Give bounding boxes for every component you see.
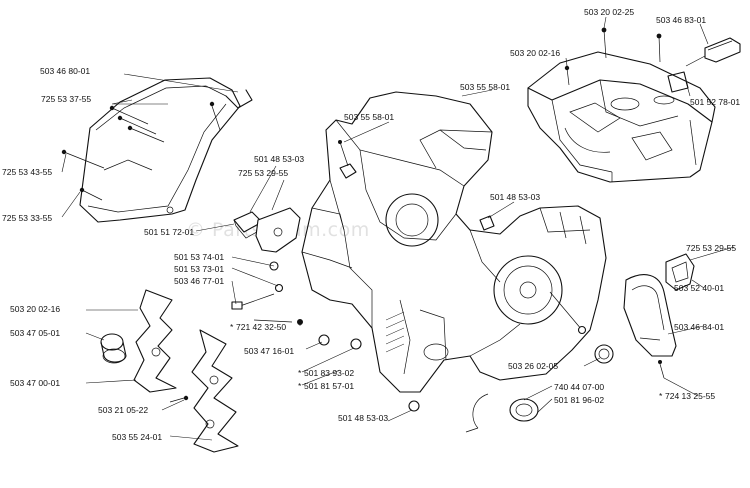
rivet-screws-left: [231, 261, 330, 346]
part-label-501-81-96-02: 501 81 96-02: [554, 395, 604, 405]
part-label-724-13-25-55: 724 13 25-55: [665, 391, 715, 401]
part-label-501-48-53-03: 501 48 53-03: [338, 413, 388, 423]
asterisk-marker: *: [659, 391, 663, 401]
part-label-503-47-05-01: 503 47 05-01: [10, 328, 60, 338]
part-label-725-53-33-55: 725 53 33-55: [2, 213, 52, 223]
part-label-503-55-24-01: 503 55 24-01: [112, 432, 162, 442]
part-label-501-53-73-01: 501 53 73-01: [174, 264, 224, 274]
part-label-503-46-77-01: 503 46 77-01: [174, 276, 224, 286]
part-label-725-53-29-55: 725 53 29-55: [238, 168, 288, 178]
part-label-503-20-02-16: 503 20 02-16: [10, 304, 60, 314]
part-label-503-26-02-05: 503 26 02-05: [508, 361, 558, 371]
part-label-725-53-43-55: 725 53 43-55: [2, 167, 52, 177]
part-label-503-21-05-22: 503 21 05-22: [98, 405, 148, 415]
part-label-503-46-83-01: 503 46 83-01: [656, 15, 706, 25]
oil-cap: [594, 344, 614, 364]
part-label-501-52-78-01: 501 52 78-01: [690, 97, 740, 107]
part-label-503-47-00-01: 503 47 00-01: [10, 378, 60, 388]
spring-sleeve: [100, 333, 127, 364]
guard-pad: [665, 253, 695, 291]
part-label-725-53-29-55: 725 53 29-55: [686, 243, 736, 253]
leader-lines: [61, 16, 735, 441]
part-label-501-48-53-03: 501 48 53-03: [490, 192, 540, 202]
part-label-725-53-37-55: 725 53 37-55: [41, 94, 91, 104]
rear-guard: [623, 274, 677, 357]
cover-screws: [61, 101, 221, 201]
part-label-501-81-57-01: 501 81 57-01: [304, 381, 354, 391]
part-label-503-47-16-01: 503 47 16-01: [244, 346, 294, 356]
filler-cap: [465, 393, 539, 433]
bolt-right: [549, 291, 587, 335]
asterisk-marker: *: [298, 381, 302, 391]
part-label-503-20-02-25: 503 20 02-25: [584, 7, 634, 17]
part-label-503-55-58-01: 503 55 58-01: [344, 112, 394, 122]
asterisk-marker: *: [230, 322, 234, 332]
guard-screw: [658, 360, 665, 379]
asterisk-marker: *: [298, 368, 302, 378]
part-label-501-48-53-03: 501 48 53-03: [254, 154, 304, 164]
part-label-503-20-02-16: 503 20 02-16: [510, 48, 560, 58]
damper-lower: [350, 338, 362, 350]
starter-cover: [79, 77, 241, 223]
brake-plate-upper: [133, 289, 177, 393]
brake-plate-lower: [191, 329, 239, 453]
tank-screws: [564, 27, 662, 86]
part-number-labels: 503 20 02-25 503 46 83-01 503 20 02-16 503 …: [2, 7, 740, 442]
fuel-tank-housing: [527, 51, 716, 183]
part-label-501-83-93-02: 501 83 93-02: [304, 368, 354, 378]
part-label-501-53-74-01: 501 53 74-01: [174, 252, 224, 262]
stud-center: [479, 215, 495, 231]
part-label-503-55-58-01: 503 55 58-01: [460, 82, 510, 92]
rubber-buffer: [338, 140, 357, 179]
cover-clip: [225, 89, 253, 109]
part-label-503-46-80-01: 503 46 80-01: [40, 66, 90, 76]
screw-lower-left: [169, 395, 189, 403]
crankcase-housing: [301, 91, 607, 393]
part-label-721-42-32-50: 721 42 32-50: [236, 322, 286, 332]
part-label-503-46-84-01: 503 46 84-01: [674, 322, 724, 332]
part-label-740-44-07-00: 740 44 07-00: [554, 382, 604, 392]
brake-band: [255, 207, 301, 253]
fuel-filter: [685, 37, 741, 67]
part-label-501-51-72-01: 501 51 72-01: [144, 227, 194, 237]
grommet-lower: [408, 400, 420, 412]
part-label-503-52-40-01: 503 52 40-01: [674, 283, 724, 293]
